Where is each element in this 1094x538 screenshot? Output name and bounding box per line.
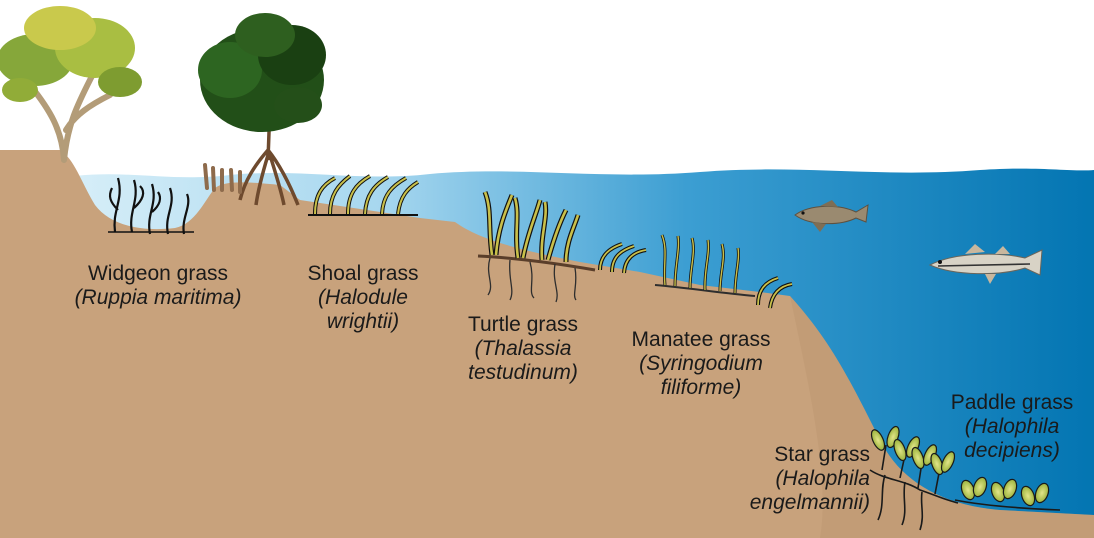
- shoal-scientific-name-1: (Halodule: [288, 286, 438, 310]
- star-common-name: Star grass: [700, 443, 870, 467]
- paddle-scientific-name-2: decipiens): [930, 439, 1094, 463]
- manatee-grass-label: Manatee grass (Syringodium filiforme): [606, 328, 796, 400]
- paddle-scientific-name-1: (Halophila: [930, 415, 1094, 439]
- turtle-grass-label: Turtle grass (Thalassia testudinum): [438, 313, 608, 385]
- star-scientific-name-2: engelmannii): [700, 491, 870, 515]
- paddle-common-name: Paddle grass: [930, 391, 1094, 415]
- shoal-grass-label: Shoal grass (Halodule wrightii): [288, 262, 438, 334]
- tree-icon: [0, 6, 142, 160]
- widgeon-common-name: Widgeon grass: [58, 262, 258, 286]
- widgeon-scientific-name: (Ruppia maritima): [58, 286, 258, 310]
- manatee-scientific-name-2: filiforme): [606, 376, 796, 400]
- shoal-common-name: Shoal grass: [288, 262, 438, 286]
- manatee-scientific-name-1: (Syringodium: [606, 352, 796, 376]
- turtle-scientific-name-2: testudinum): [438, 361, 608, 385]
- shoal-scientific-name-2: wrightii): [288, 310, 438, 334]
- turtle-scientific-name-1: (Thalassia: [438, 337, 608, 361]
- turtle-common-name: Turtle grass: [438, 313, 608, 337]
- widgeon-grass-label: Widgeon grass (Ruppia maritima): [58, 262, 258, 310]
- paddle-grass-label: Paddle grass (Halophila decipiens): [930, 391, 1094, 463]
- star-scientific-name-1: (Halophila: [700, 467, 870, 491]
- manatee-common-name: Manatee grass: [606, 328, 796, 352]
- star-grass-label: Star grass (Halophila engelmannii): [700, 443, 870, 515]
